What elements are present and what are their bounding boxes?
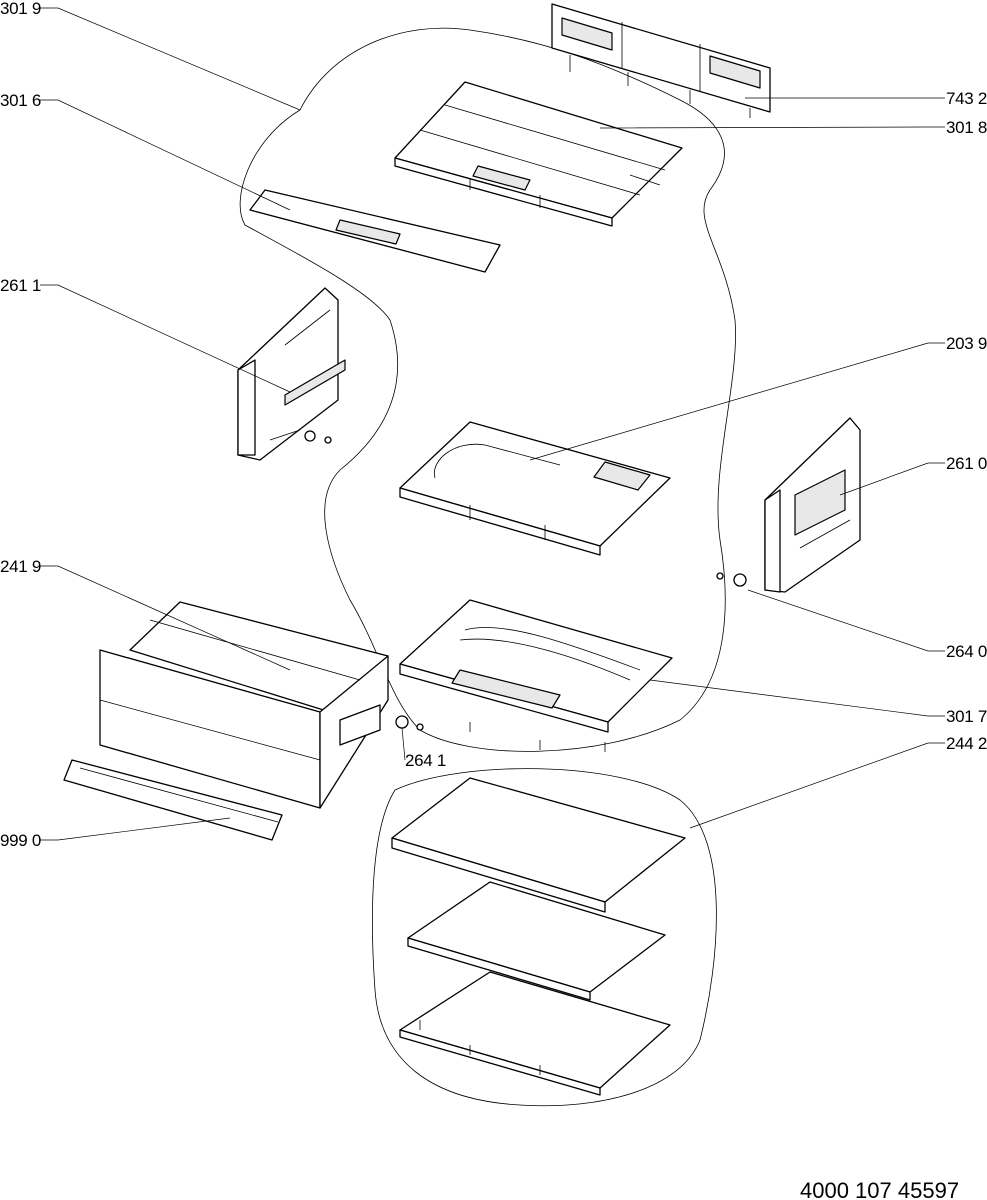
- label-301-9: 301 9: [0, 0, 42, 18]
- label-999-0: 999 0: [0, 831, 42, 850]
- group-outline-upper: [239, 27, 736, 752]
- document-number: 4000 107 45597: [800, 1178, 960, 1200]
- part-241-9: [99, 601, 389, 809]
- label-301-7: 301 7: [946, 707, 987, 726]
- part-301-8: [394, 81, 683, 227]
- label-261-1: 261 1: [0, 276, 42, 295]
- part-244-2: [391, 777, 686, 1096]
- label-264-1: 264 1: [405, 751, 447, 770]
- label-743-2: 743 2: [946, 89, 987, 108]
- label-301-8: 301 8: [946, 118, 987, 137]
- part-261-0: [716, 417, 861, 593]
- label-261-0: 261 0: [946, 454, 987, 473]
- part-203-9: [399, 421, 671, 556]
- group-outline-lower: [372, 768, 717, 1107]
- label-203-9: 203 9: [946, 334, 987, 353]
- label-264-0: 264 0: [946, 642, 987, 661]
- part-743-2: [551, 3, 771, 118]
- leader-lines: [40, 7, 945, 841]
- label-301-6: 301 6: [0, 91, 42, 110]
- part-261-1: [237, 287, 346, 461]
- part-999-0: [63, 759, 283, 841]
- label-241-9: 241 9: [0, 557, 42, 576]
- part-264-1: [395, 715, 424, 731]
- part-301-7: [399, 599, 673, 752]
- part-301-6: [249, 189, 501, 273]
- label-244-2: 244 2: [946, 734, 987, 753]
